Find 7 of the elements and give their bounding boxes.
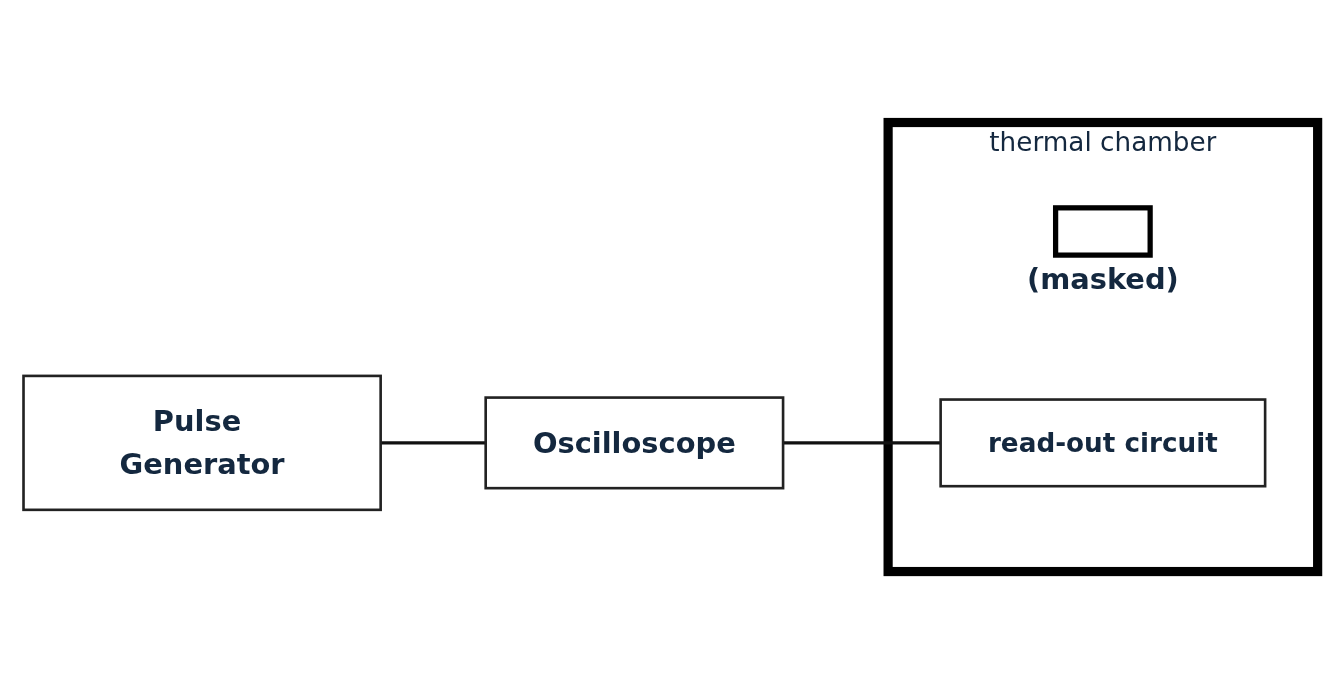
connector — [783, 441, 942, 445]
node-box: Oscilloscope — [484, 396, 785, 490]
node-box — [1053, 205, 1154, 259]
connector — [381, 441, 487, 445]
node-box: Pulse Generator — [22, 375, 383, 512]
node-box: read-out circuit — [939, 398, 1267, 488]
component-caption: (masked) — [1027, 262, 1180, 297]
